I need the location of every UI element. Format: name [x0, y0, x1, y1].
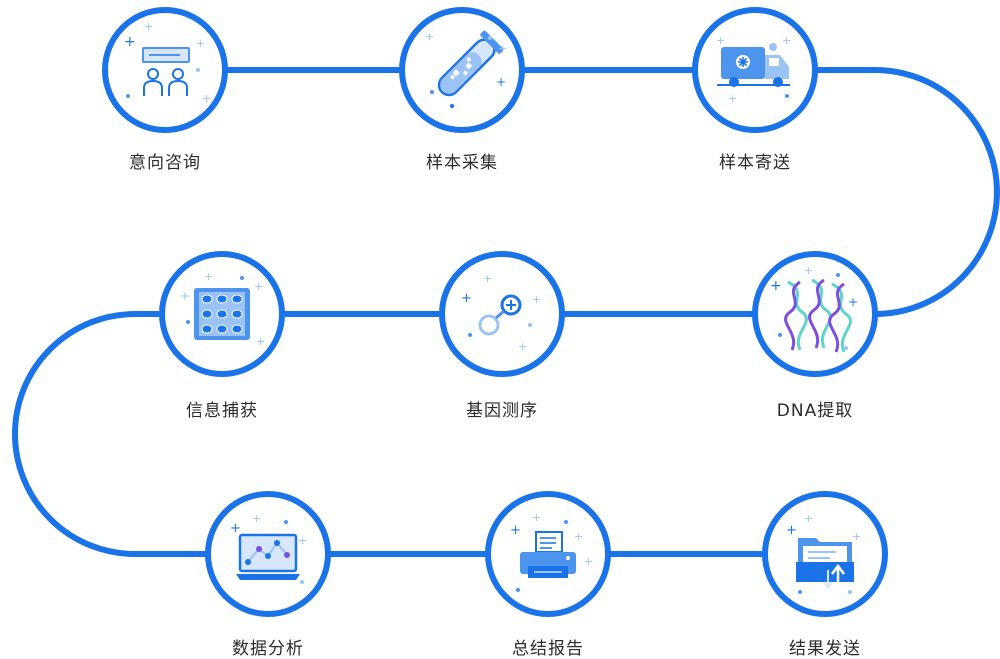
svg-text:+: + [786, 523, 797, 538]
svg-text:+: + [204, 270, 213, 283]
svg-text:+: + [144, 20, 153, 33]
step-label-report: 总结报告 [512, 639, 584, 659]
svg-text:+: + [230, 521, 241, 536]
step-label-sequencing: 基因测序 [466, 401, 538, 421]
svg-text:+: + [574, 530, 583, 543]
svg-text:+: + [770, 278, 782, 294]
svg-text:+: + [532, 293, 541, 306]
consultation-icon: + + + + [124, 20, 211, 105]
node-delivery: + + + [762, 491, 888, 617]
svg-text:+: + [180, 289, 190, 303]
step-label-delivery: 结果发送 [789, 639, 861, 659]
printer-icon: + + + + [510, 511, 593, 592]
svg-text:+: + [728, 92, 737, 105]
svg-text:+: + [124, 34, 136, 50]
step-label-consultation: 意向咨询 [129, 153, 201, 173]
svg-text:+: + [804, 264, 813, 277]
svg-text:+: + [584, 555, 593, 568]
svg-text:+: + [298, 534, 307, 547]
node-report: + + + + [485, 491, 611, 617]
svg-text:+: + [716, 34, 725, 47]
svg-text:+: + [848, 295, 858, 309]
svg-text:+: + [196, 37, 205, 50]
step-label-shipping: 样本寄送 [719, 153, 791, 173]
chip-grid-icon: + + + + [180, 270, 265, 348]
svg-text:+: + [496, 75, 506, 89]
node-dna-extraction: + + + [752, 251, 878, 377]
svg-text:+: + [202, 92, 211, 105]
delivery-truck-icon: + + + [716, 34, 791, 105]
node-shipping: + + + [692, 7, 818, 133]
svg-text:+: + [518, 340, 527, 353]
laptop-chart-icon: + + + [230, 512, 307, 584]
svg-text:+: + [498, 42, 507, 55]
node-capture: + + + + [159, 251, 285, 377]
svg-text:+: + [252, 512, 261, 525]
dna-helix-icon: + + + [770, 264, 858, 353]
svg-text:+: + [852, 530, 861, 543]
step-label-sampling: 样本采集 [426, 153, 498, 173]
svg-text:+: + [483, 272, 492, 285]
test-tube-icon: + + + [425, 30, 507, 108]
step-label-dna-extraction: DNA提取 [776, 401, 854, 421]
svg-text:+: + [510, 523, 521, 538]
gene-link-icon: + + + + [461, 272, 541, 353]
svg-text:+: + [804, 512, 813, 525]
svg-text:+: + [254, 280, 263, 293]
svg-text:+: + [256, 335, 265, 348]
node-consultation: + + + + [102, 7, 228, 133]
svg-text:+: + [532, 511, 541, 524]
step-label-capture: 信息捕获 [186, 401, 258, 421]
node-sampling: + + + [399, 7, 525, 133]
folder-send-icon: + + + [786, 512, 861, 594]
svg-text:+: + [425, 30, 434, 43]
node-sequencing: + + + + [439, 251, 565, 377]
step-label-analysis: 数据分析 [232, 639, 304, 659]
node-analysis: + + + [205, 491, 331, 617]
svg-text:+: + [461, 291, 472, 306]
svg-text:+: + [782, 34, 791, 47]
